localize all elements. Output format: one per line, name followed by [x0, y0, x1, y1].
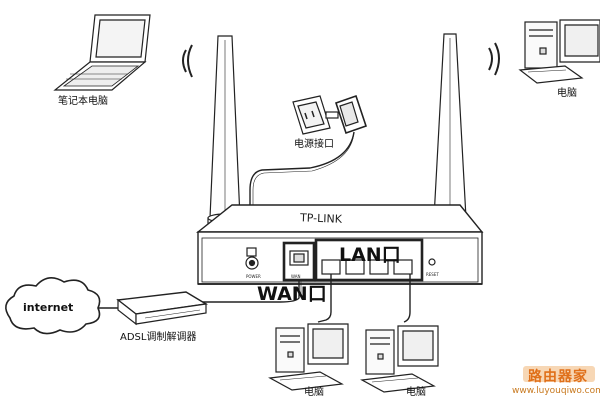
adsl-modem-icon [116, 291, 209, 326]
pc-top-right-label: 电脑 [557, 88, 577, 99]
modem-label: ADSL调制解调器 [120, 332, 197, 343]
lan-cable-2 [403, 274, 411, 323]
pc-bottom-right-label: 电脑 [406, 387, 426, 398]
lan-port-label: LAN口 [339, 244, 401, 266]
svg-text:WAN: WAN [291, 274, 300, 279]
pc-bottom-left-label: 电脑 [304, 387, 324, 398]
wan-port [282, 241, 316, 282]
svg-text:TP-LINK: TP-LINK [299, 211, 343, 226]
watermark-logo-text: 路由器家 [528, 369, 588, 385]
desktop-pc-bottom-left-icon [268, 323, 349, 391]
internet-label: internet [23, 301, 74, 314]
watermark-url: www.luyouqiwo.com [512, 386, 600, 396]
lan-cable-1 [317, 274, 332, 323]
power-cable [249, 131, 355, 248]
power-outlet-icon [292, 95, 331, 135]
wireless-waves-left-icon [182, 44, 193, 78]
internet-cloud-icon [5, 277, 101, 335]
wireless-waves-right-icon [488, 42, 500, 76]
power-adapter-icon [325, 94, 368, 135]
laptop-icon [53, 14, 151, 91]
reset-button [428, 258, 436, 266]
power-outlet-label: 电源接口 [294, 139, 334, 150]
power-jack [245, 247, 259, 270]
desktop-pc-top-right-icon [518, 19, 600, 84]
desktop-pc-bottom-right-icon [360, 325, 439, 393]
watermark-logo [523, 366, 595, 382]
svg-text:POWER: POWER [246, 274, 261, 279]
laptop-label: 笔记本电脑 [58, 96, 108, 107]
lan-ports [314, 238, 424, 282]
svg-text:RESET: RESET [426, 272, 439, 277]
wan-port-label: WAN口 [257, 283, 327, 305]
